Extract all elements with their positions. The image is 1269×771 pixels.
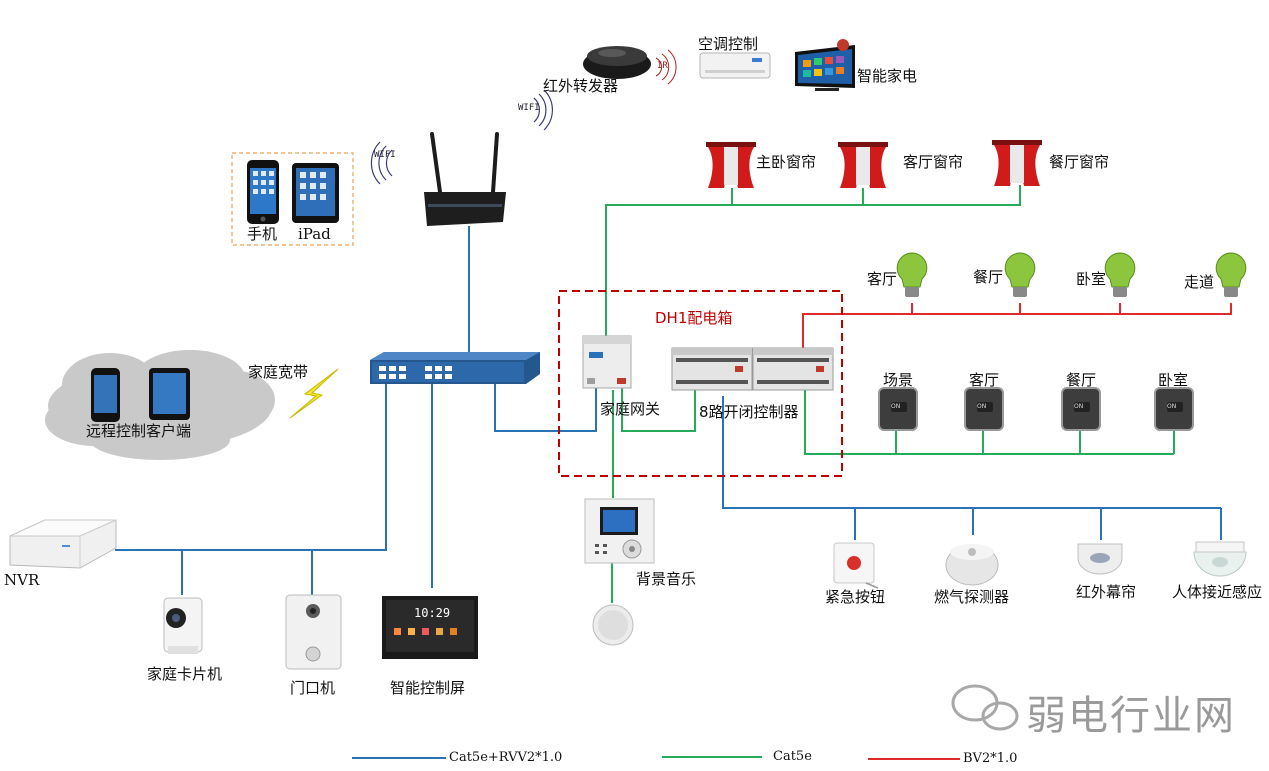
curtain-icon-living <box>838 142 888 188</box>
bulb-icon-living <box>896 252 928 297</box>
legend-label-red: BV2*1.0 <box>963 751 1018 766</box>
curtain-icon-master <box>706 142 756 188</box>
dh1-box-title: DH1配电箱 <box>655 309 733 327</box>
emergency-button-label: 紧急按钮 <box>825 588 886 606</box>
remote-client-label: 远程控制客户端 <box>86 422 192 440</box>
bg-music-label: 背景音乐 <box>636 570 697 588</box>
ir-curtain-label: 红外幕帘 <box>1076 583 1137 601</box>
ipad-icon <box>292 163 339 223</box>
ir-forwarder-icon <box>583 46 651 79</box>
panel-dining-label: 餐厅 <box>1066 371 1097 389</box>
wall-switch-icon-living <box>964 387 1004 431</box>
bulb-icon-corridor <box>1215 252 1247 297</box>
ir-arcs <box>655 49 677 85</box>
curtain-icon-dining <box>992 140 1042 186</box>
legend-label-green: Cat5e <box>773 749 812 764</box>
wall-switch-icon-dining <box>1061 387 1101 431</box>
home-camera-icon <box>163 597 203 654</box>
lightning-icon <box>289 368 339 419</box>
legend-label-blue: Cat5e+RVV2*1.0 <box>449 750 563 765</box>
remote-phone-icon <box>91 368 120 422</box>
air-conditioner-icon <box>699 52 771 79</box>
smart-screen-time: 10:29 <box>414 606 451 620</box>
broadband-label: 家庭宽带 <box>248 363 309 381</box>
wechat-icon <box>951 684 1019 731</box>
home-gateway-label: 家庭网关 <box>600 400 661 418</box>
light-living-label: 客厅 <box>867 270 898 288</box>
gas-detector-label: 燃气探测器 <box>934 588 1010 606</box>
smart-screen-icon <box>382 596 478 659</box>
ir-tag: IR <box>657 61 668 71</box>
curtain-dining-label: 餐厅窗帘 <box>1049 153 1110 171</box>
panel-scene-label: 场景 <box>883 371 914 389</box>
wall-switch-icon-scene <box>878 387 918 431</box>
switch-controller-label: 8路开闭控制器 <box>699 403 799 421</box>
smart-screen-label: 智能控制屏 <box>390 679 466 697</box>
light-dining-label: 餐厅 <box>973 268 1004 286</box>
blue-wires <box>115 226 1222 595</box>
phone-label: 手机 <box>247 225 278 243</box>
switch-on-text-living: ON <box>977 403 987 410</box>
door-station-label: 门口机 <box>290 679 336 697</box>
light-bedroom-label: 卧室 <box>1076 270 1107 288</box>
network-switch-icon <box>370 352 540 384</box>
home-gateway-icon <box>582 335 632 389</box>
nvr-icon <box>9 519 117 569</box>
switch-controller-icon <box>671 347 834 391</box>
router-icon <box>424 132 506 226</box>
smart-tv-icon <box>795 39 855 91</box>
phone-icon <box>247 160 279 224</box>
wifi-arcs-router <box>370 141 393 185</box>
ipad-label: iPad <box>298 225 331 243</box>
ir-curtain-detector-icon <box>1077 543 1123 575</box>
watermark-text: 弱电行业网 <box>1026 693 1236 739</box>
wifi-tag-forwarder: WIFI <box>518 103 540 113</box>
panel-living-label: 客厅 <box>969 371 1000 389</box>
red-wires <box>802 303 1232 350</box>
curtain-living-label: 客厅窗帘 <box>903 153 964 171</box>
bulb-icon-dining <box>1004 252 1036 297</box>
bulb-icon-bedroom <box>1104 252 1136 297</box>
nvr-label: NVR <box>4 571 40 589</box>
wifi-tag-router: WIFI <box>374 150 396 160</box>
door-station-icon <box>285 594 342 670</box>
light-corridor-label: 走道 <box>1184 273 1215 291</box>
wifi-arcs-forwarder <box>533 89 553 131</box>
proximity-sensor-icon <box>1193 541 1247 577</box>
switch-on-text-scene: ON <box>891 403 901 410</box>
home-camera-label: 家庭卡片机 <box>147 665 223 683</box>
wall-switch-icon-bedroom <box>1154 387 1194 431</box>
mobile-group-outline <box>231 152 354 246</box>
music-panel-icon <box>584 498 655 564</box>
switch-on-text-bedroom: ON <box>1167 403 1177 410</box>
panel-bedroom-label: 卧室 <box>1158 371 1189 389</box>
green-wires <box>605 185 1175 603</box>
curtain-master-label: 主卧窗帘 <box>756 153 817 171</box>
gas-detector-icon <box>945 544 999 586</box>
smart-appliance-label: 智能家电 <box>857 67 918 85</box>
ceiling-speaker-icon <box>592 604 634 646</box>
switch-on-text-dining: ON <box>1074 403 1084 410</box>
ac-control-label: 空调控制 <box>698 35 759 53</box>
remote-ipad-icon <box>149 368 190 420</box>
emergency-button-icon <box>833 542 879 589</box>
human-sensor-label: 人体接近感应 <box>1172 583 1263 601</box>
ir-forwarder-label: 红外转发器 <box>543 77 619 95</box>
